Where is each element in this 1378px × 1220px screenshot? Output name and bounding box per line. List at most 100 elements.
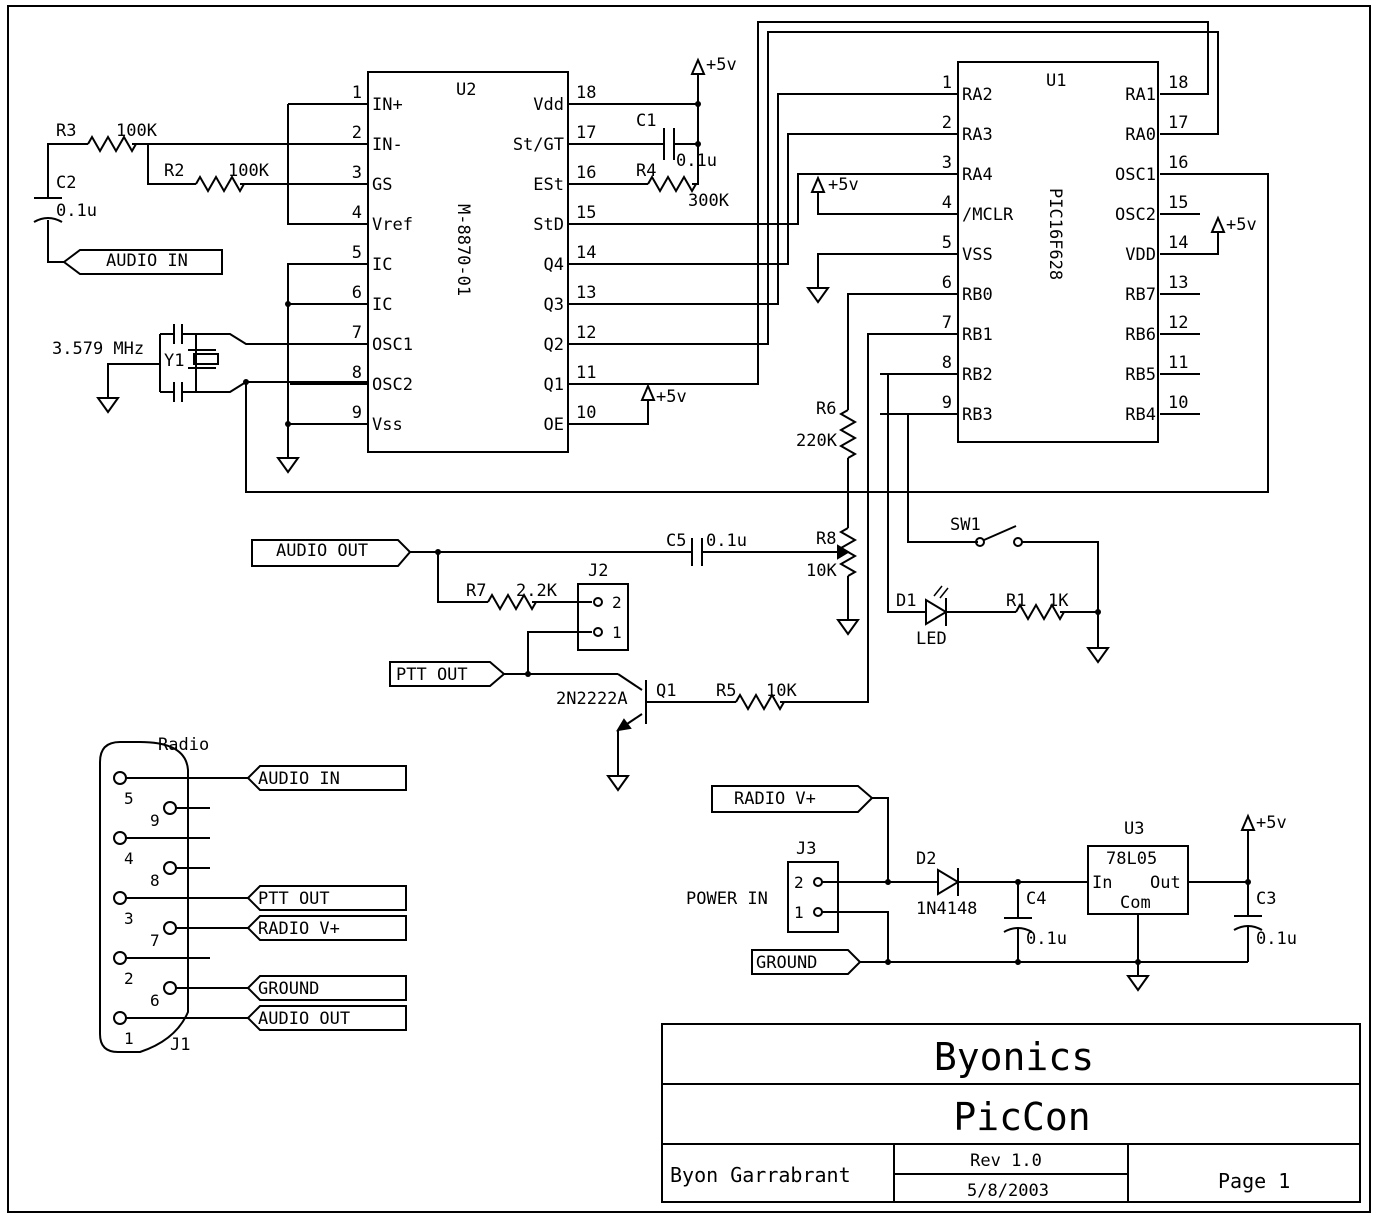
r7-resistor (487, 592, 537, 612)
j1-audio-out-net (246, 1005, 407, 1031)
u1-pin-8-number: 8 (942, 353, 952, 373)
j2-pin-2: 2 (612, 593, 622, 612)
u2-decoder: U2 M-8870-01 1IN+2IN-3GS4Vref5IC6IC7OSC1… (290, 71, 608, 453)
vcc-label-2: +5v (656, 387, 687, 407)
u2-pin-1-number: 1 (352, 83, 362, 103)
u2-right-pins: 18Vdd17St/GT16ESt15StD14Q413Q312Q211Q110… (513, 83, 608, 435)
ground-netlabel-2 (751, 949, 862, 975)
frame-border (7, 5, 1371, 1213)
u2-pin-15-name: StD (533, 215, 564, 235)
j3-header (787, 861, 839, 933)
u1-pin-14-number: 14 (1168, 233, 1188, 253)
author: Byon Garrabrant (670, 1163, 851, 1187)
r5-resistor (735, 692, 785, 712)
u1-pin-4-name: /MCLR (962, 205, 1014, 225)
d1-led-triangle (925, 598, 948, 626)
ground-symbol-led (1086, 647, 1110, 664)
u2-pin-12-name: Q2 (544, 335, 564, 355)
j1-pin-2-number: 2 (124, 969, 134, 988)
d2-ref: D2 (916, 849, 936, 869)
vcc-label-3: +5v (828, 175, 859, 195)
ground-label-2: GROUND (756, 953, 817, 973)
audio-in-label-1: AUDIO IN (106, 251, 188, 271)
u1-pin-12-name: RB6 (1125, 325, 1156, 345)
u1-pin-16-number: 16 (1168, 153, 1188, 173)
j1-pin-5-contact (113, 771, 127, 785)
j1-radio-v-net (246, 915, 407, 941)
j1-pin-2-contact (113, 951, 127, 965)
power-supply: RADIO V+ GROUND 2 1 J3 POWER IN D2 1N414… (686, 785, 1297, 992)
j1-pin-7-contact (163, 921, 177, 935)
u1-pin-6-number: 6 (942, 273, 952, 293)
u3-part: 78L05 (1106, 849, 1157, 869)
j1-pin-7-number: 7 (150, 931, 160, 950)
j1-pin-4-contact (113, 831, 127, 845)
u2-pin-13-name: Q3 (544, 295, 564, 315)
revision: Rev 1.0 (970, 1151, 1042, 1171)
u1-pin-5-number: 5 (942, 233, 952, 253)
ground-symbol-u3 (1126, 975, 1150, 992)
u2-pin-8-number: 8 (352, 363, 362, 383)
ground-label-1: GROUND (258, 979, 319, 999)
r7-value: 2.2K (516, 581, 558, 601)
j1-ground-net (246, 975, 407, 1001)
u2-pin-10-number: 10 (576, 403, 596, 423)
c1-value: 0.1u (676, 151, 717, 171)
u2-pin-3-number: 3 (352, 163, 362, 183)
j1-shell (99, 741, 189, 1053)
r6-resistor (838, 409, 858, 459)
c4-ref: C4 (1026, 889, 1046, 909)
r6-r8-network: R6 220K R8 10K (796, 293, 958, 636)
j1-ptt-out-net (246, 885, 407, 911)
u2-pin-16-number: 16 (576, 163, 596, 183)
r2-resistor (195, 174, 245, 194)
u2-pin-13-number: 13 (576, 283, 596, 303)
r8-ref: R8 (816, 529, 836, 549)
y1-ref: Y1 (164, 351, 184, 371)
audio-out-label-1: AUDIO OUT (276, 541, 368, 561)
r7-ref: R7 (466, 581, 486, 601)
u2-part: M-8870-01 (453, 204, 473, 296)
u1-pin-10-number: 10 (1168, 393, 1188, 413)
u2-pin-1-name: IN+ (372, 95, 403, 115)
u2-pin-8-name: OSC2 (372, 375, 413, 395)
u1-pin-1-number: 1 (942, 73, 952, 93)
d1-ref: D1 (896, 591, 916, 611)
u1-pin-7-name: RB1 (962, 325, 993, 345)
u2-pin-3-name: GS (372, 175, 392, 195)
j1-pin-9-contact (163, 801, 177, 815)
u2-pin-9-name: Vss (372, 415, 403, 435)
u1-pin-12-number: 12 (1168, 313, 1188, 333)
u1-pin-5-name: VSS (962, 245, 993, 265)
audio-in-netlabel-1 (62, 249, 223, 275)
u1-right-pins: 18RA117RA016OSC115OSC214VDD13RB712RB611R… (1115, 73, 1200, 425)
j3-ref: J3 (796, 839, 816, 859)
c2-ref: C2 (56, 173, 76, 193)
u2-ground-net (276, 263, 368, 474)
j1-audio-in-net (246, 765, 407, 791)
u2-pin-16-name: ESt (533, 175, 564, 195)
u2-pin-14-name: Q4 (544, 255, 564, 275)
u2-pin-4-name: Vref (372, 215, 413, 235)
j1-pin-3-contact (113, 891, 127, 905)
u3-ref: U3 (1124, 819, 1144, 839)
j1-pin-1-contact (113, 1011, 127, 1025)
u2-pin-12-number: 12 (576, 323, 596, 343)
ptt-network: PTT OUT Q1 2N2222A R5 10K (389, 333, 958, 792)
u1-pin-14-name: VDD (1125, 245, 1156, 265)
c2-value: 0.1u (56, 201, 97, 221)
u1-pin-2-name: RA3 (962, 125, 993, 145)
r1-ref: R1 (1006, 591, 1026, 611)
u3-com: Com (1120, 893, 1151, 913)
r4-value: 300K (688, 191, 730, 211)
u2-pin-9-number: 9 (352, 403, 362, 423)
u1-body (957, 61, 1159, 443)
j1-pin-8-contact (163, 861, 177, 875)
u1-pin-10-name: RB4 (1125, 405, 1156, 425)
u1-ref: U1 (1046, 71, 1066, 91)
r6-ref: R6 (816, 399, 836, 419)
u3-out: Out (1150, 873, 1181, 893)
c4-value: 0.1u (1026, 929, 1067, 949)
u1-pin-18-number: 18 (1168, 73, 1188, 93)
ground-symbol-q1 (606, 775, 630, 792)
